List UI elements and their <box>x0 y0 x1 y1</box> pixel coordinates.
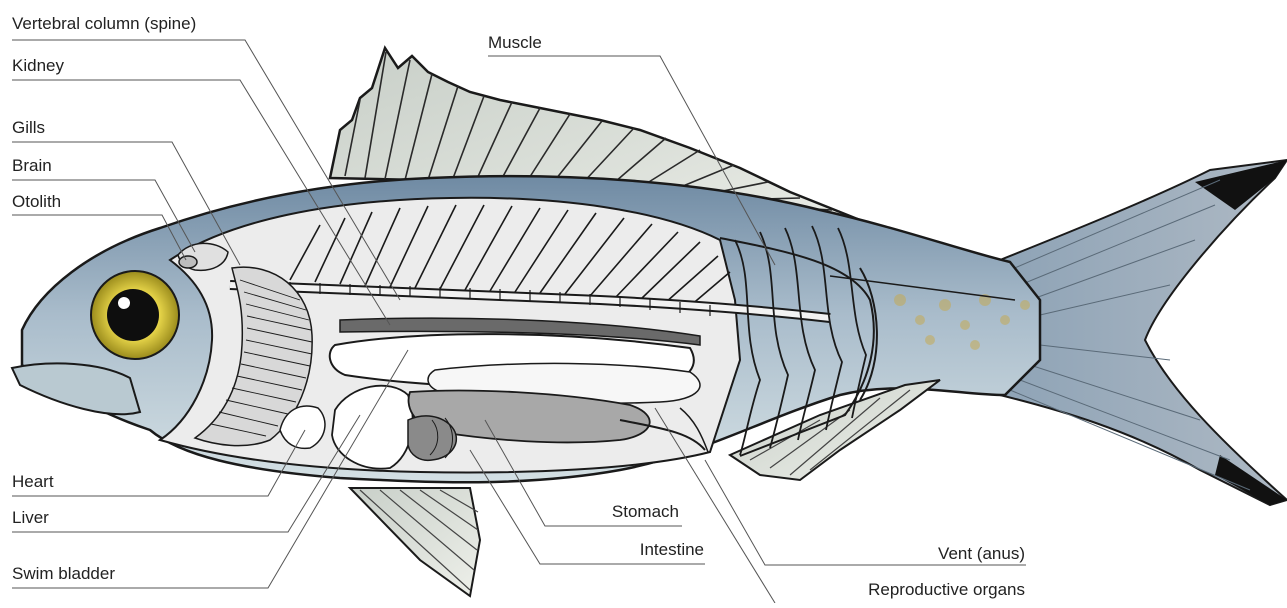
caudal-fin <box>1000 160 1287 505</box>
label-liver: Liver <box>12 508 49 528</box>
label-muscle: Muscle <box>488 33 542 53</box>
otolith <box>179 256 197 268</box>
label-vertebral-column: Vertebral column (spine) <box>12 14 196 34</box>
label-stomach: Stomach <box>612 502 679 522</box>
label-brain: Brain <box>12 156 52 176</box>
label-otolith: Otolith <box>12 192 61 212</box>
label-gills: Gills <box>12 118 45 138</box>
label-vent: Vent (anus) <box>938 544 1025 564</box>
label-heart: Heart <box>12 472 54 492</box>
pelvic-fin <box>350 488 480 596</box>
pupil <box>107 289 159 341</box>
label-swim-bladder: Swim bladder <box>12 564 115 584</box>
liver <box>332 386 413 469</box>
label-reproductive-organs: Reproductive organs <box>868 580 1025 600</box>
label-intestine: Intestine <box>640 540 704 560</box>
label-kidney: Kidney <box>12 56 64 76</box>
